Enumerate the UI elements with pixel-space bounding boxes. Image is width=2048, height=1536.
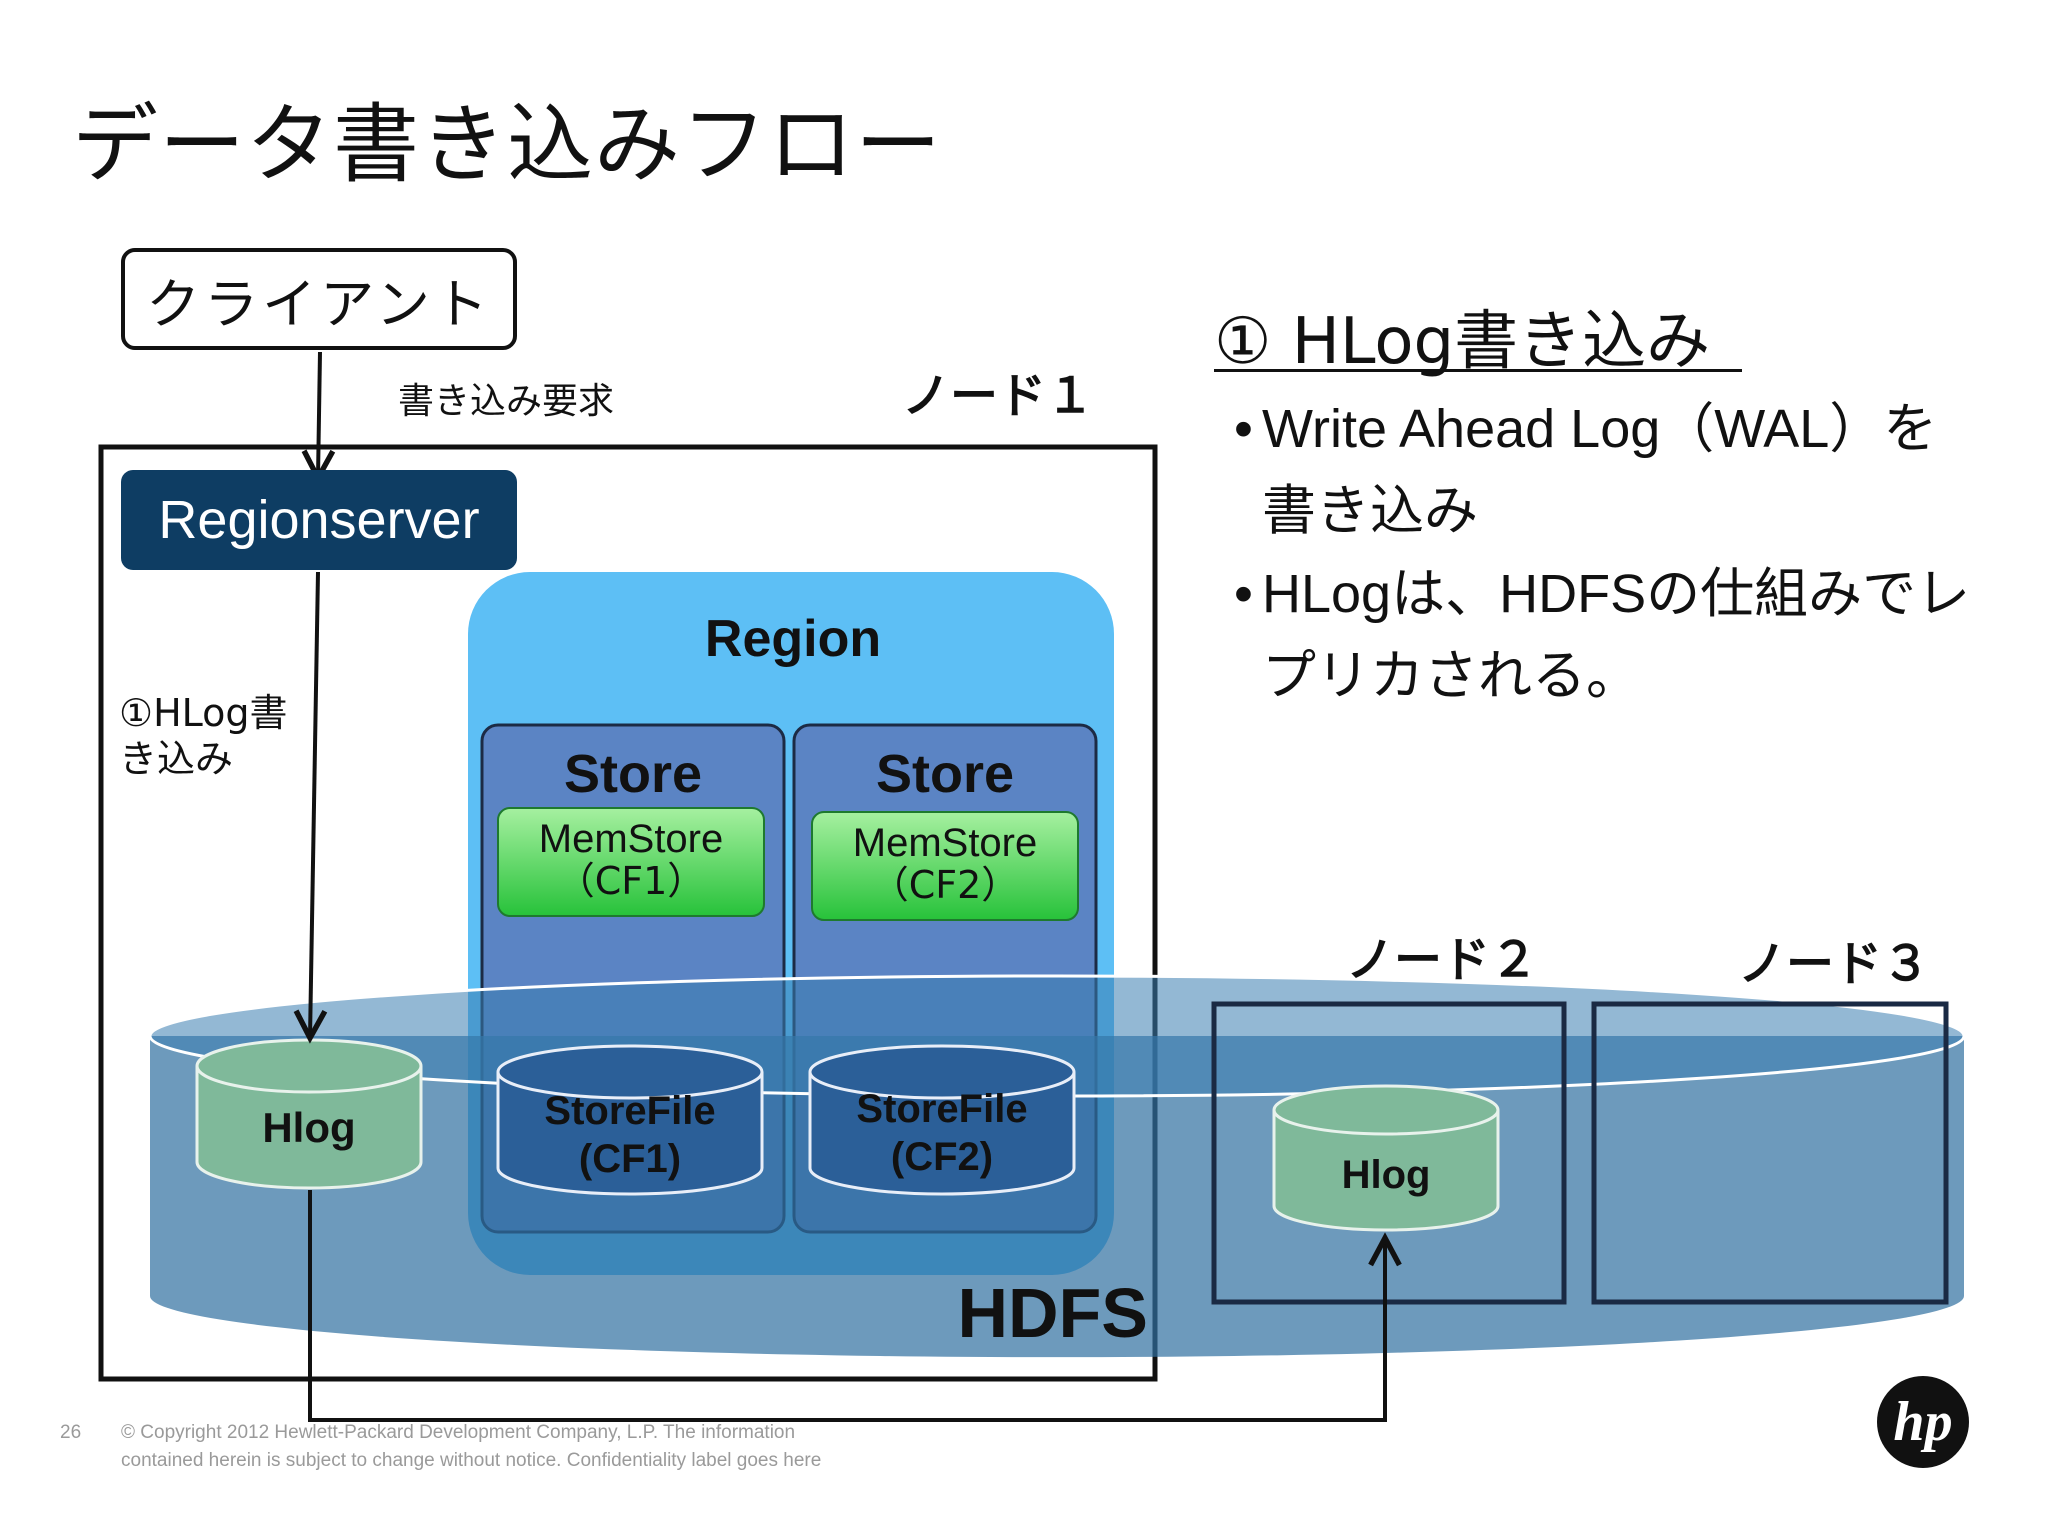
bullet-1: • Write Ahead Log（WAL）を 書き込み bbox=[1234, 388, 2022, 552]
regionserver-box: Regionserver bbox=[121, 470, 517, 570]
storefile-sub-cf1: (CF1) bbox=[579, 1137, 681, 1181]
client-label: クライアント bbox=[146, 272, 492, 336]
page-title: データ書き込みフロー bbox=[72, 95, 942, 195]
heading-underline bbox=[1214, 369, 1742, 372]
page-number: 26 bbox=[60, 1422, 82, 1443]
bullet-2-dot: • bbox=[1234, 564, 1253, 624]
memstore-sub-cf2: （CF2） bbox=[871, 863, 1020, 907]
hlog-label: Hlog bbox=[262, 1104, 355, 1151]
memstore-label-cf1: MemStore bbox=[539, 817, 724, 861]
right-panel-heading: ① HLog書き込み bbox=[1214, 305, 1711, 379]
store-title-cf1: Store bbox=[564, 744, 702, 804]
memstore-label-cf2: MemStore bbox=[853, 821, 1038, 865]
bullet-2-line1: HLogは、HDFSの仕組みでレ bbox=[1262, 564, 1971, 624]
hp-logo-text: hp bbox=[1893, 1391, 1953, 1453]
hlog-replica-label: Hlog bbox=[1342, 1153, 1431, 1197]
node3-label: ノード３ bbox=[1738, 936, 1931, 992]
node2-box bbox=[1211, 1001, 1567, 1305]
hdfs-label: HDFS bbox=[957, 1274, 1148, 1352]
hlog-cylinder bbox=[195, 1038, 423, 1190]
region-label: Region bbox=[705, 610, 881, 668]
store-title-cf2: Store bbox=[876, 744, 1014, 804]
regionserver-label: Regionserver bbox=[158, 490, 480, 550]
storefile-cylinder-cf2 bbox=[808, 1044, 1076, 1196]
hlog-write-arrow bbox=[310, 571, 318, 1038]
copyright-line2: contained herein is subject to change wi… bbox=[121, 1450, 822, 1471]
client-box: クライアント bbox=[121, 248, 517, 350]
hp-logo: hp bbox=[1877, 1376, 1969, 1468]
node1-box bbox=[98, 444, 1158, 1382]
storefile-sub-cf2: (CF2) bbox=[891, 1135, 993, 1179]
hlog-replica-cylinder bbox=[1272, 1084, 1500, 1232]
bullet-2-line2: プリカされる。 bbox=[1262, 646, 1640, 706]
bullet-1-line2: 書き込み bbox=[1262, 481, 1478, 541]
step-label-line1: ①HLog書 bbox=[119, 691, 288, 735]
replication-arrow bbox=[308, 1190, 1385, 1422]
write-request-label: 書き込み要求 bbox=[398, 381, 615, 422]
copyright-line1: © Copyright 2012 Hewlett-Packard Develop… bbox=[121, 1422, 796, 1443]
bullet-2: • HLogは、HDFSの仕組みでレ プリカされる。 bbox=[1234, 553, 2022, 717]
memstore-sub-cf1: （CF1） bbox=[557, 859, 706, 903]
node2-label: ノード２ bbox=[1346, 932, 1539, 988]
node3-box bbox=[1591, 1001, 1949, 1305]
bullet-1-dot: • bbox=[1234, 399, 1253, 459]
step-label-line2: き込み bbox=[119, 737, 234, 781]
write-request-arrow bbox=[318, 351, 320, 478]
storefile-cylinder-cf1 bbox=[496, 1044, 764, 1196]
storefile-label-cf1: StoreFile bbox=[544, 1089, 715, 1133]
bullet-1-line1: Write Ahead Log（WAL）を bbox=[1262, 399, 1938, 459]
node1-label: ノード１ bbox=[902, 368, 1095, 424]
memstore-box-cf1 bbox=[497, 807, 765, 917]
memstore-box-cf2 bbox=[811, 811, 1079, 921]
storefile-label-cf2: StoreFile bbox=[856, 1087, 1027, 1131]
